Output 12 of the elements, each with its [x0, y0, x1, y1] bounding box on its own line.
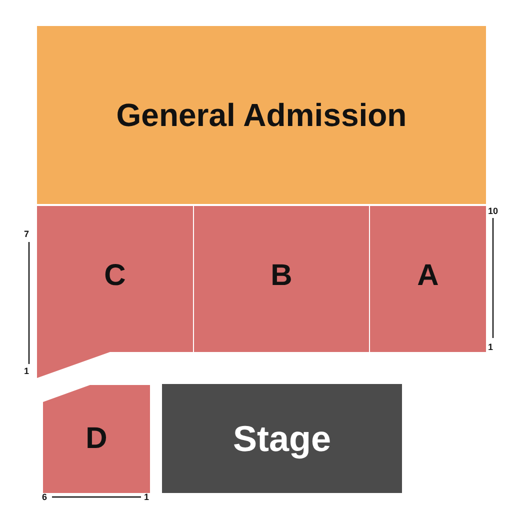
section-label: C: [104, 258, 126, 294]
area-label: Stage: [232, 418, 332, 460]
row-number: 1: [144, 493, 150, 502]
section-label: B: [270, 258, 292, 294]
row-number: 10: [488, 207, 498, 216]
section-label: D: [86, 422, 108, 456]
area-label: General Admission: [116, 96, 407, 134]
row-number: 1: [24, 367, 30, 376]
section-label: A: [417, 258, 439, 294]
row-number: 1: [488, 343, 494, 352]
row-number: 6: [42, 493, 48, 502]
row-number: 7: [24, 230, 30, 239]
